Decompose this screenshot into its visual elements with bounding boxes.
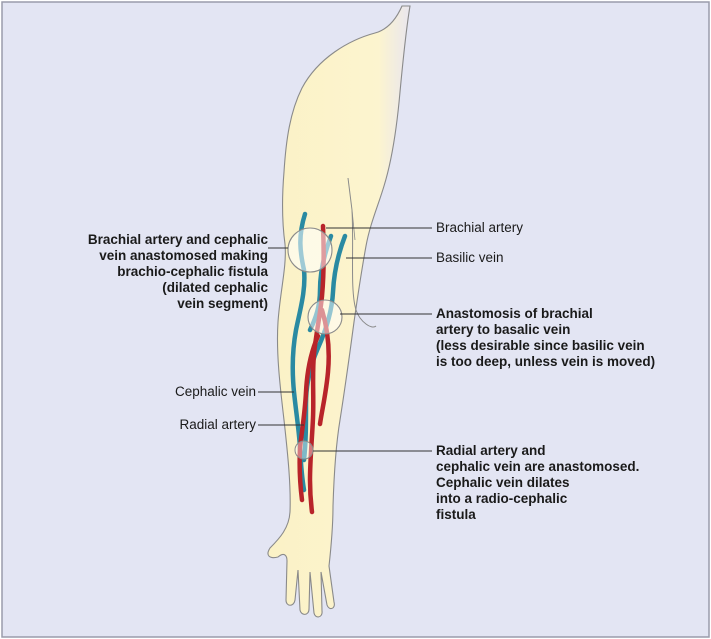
label-line: into a radio-cephalic bbox=[436, 491, 639, 507]
label-line: fistula bbox=[436, 507, 639, 523]
label-line: Anastomosis of brachial bbox=[436, 306, 655, 322]
label-brachio-cephalic-fistula: Brachial artery and cephalic vein anasto… bbox=[18, 232, 268, 312]
label-line: (dilated cephalic bbox=[18, 280, 268, 296]
brachio-cephalic-site bbox=[288, 228, 332, 272]
label-radial-artery: Radial artery bbox=[120, 417, 256, 433]
label-basilic-anastomosis: Anastomosis of brachial artery to basali… bbox=[436, 306, 655, 370]
label-line: brachio-cephalic fistula bbox=[18, 264, 268, 280]
label-radio-cephalic-fistula: Radial artery and cephalic vein are anas… bbox=[436, 443, 639, 523]
label-basilic-vein: Basilic vein bbox=[436, 250, 504, 266]
label-line: Cephalic vein dilates bbox=[436, 475, 639, 491]
label-cephalic-vein: Cephalic vein bbox=[120, 384, 256, 400]
label-line: Radial artery and bbox=[436, 443, 639, 459]
label-line: cephalic vein are anastomosed. bbox=[436, 459, 639, 475]
label-line: Brachial artery and cephalic bbox=[18, 232, 268, 248]
label-line: vein anastomosed making bbox=[18, 248, 268, 264]
label-line: is too deep, unless vein is moved) bbox=[436, 354, 655, 370]
label-line: vein segment) bbox=[18, 296, 268, 312]
label-line: (less desirable since basilic vein bbox=[436, 338, 655, 354]
radio-cephalic-site bbox=[295, 441, 313, 459]
label-brachial-artery: Brachial artery bbox=[436, 220, 523, 236]
label-line: artery to basalic vein bbox=[436, 322, 655, 338]
basilic-anastomosis-site bbox=[308, 300, 342, 334]
